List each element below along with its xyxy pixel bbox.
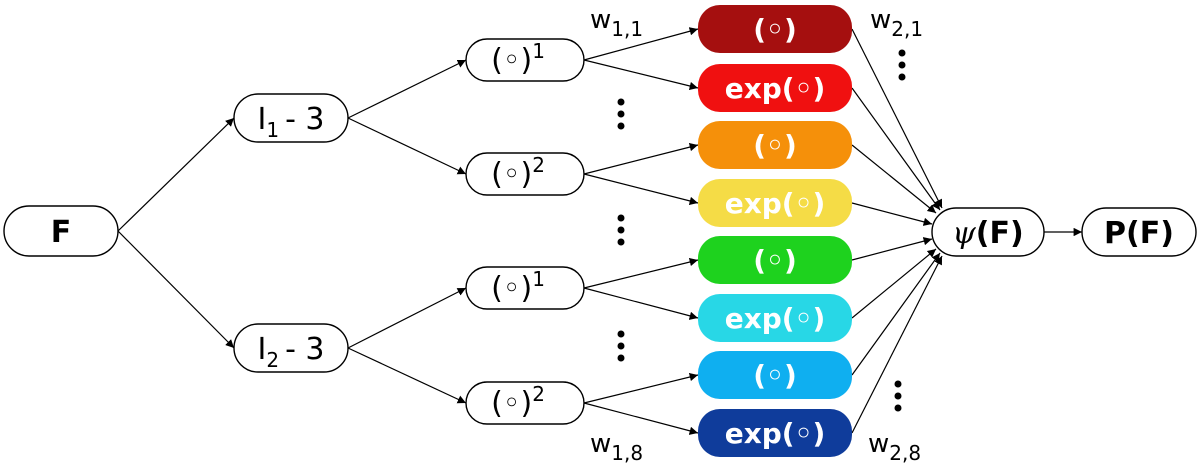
activation-node-3-label: (◦) <box>753 129 797 162</box>
ellipsis-middle <box>617 214 625 246</box>
potential-arg: (F) <box>976 216 1024 251</box>
edge-a1-psi <box>851 28 943 209</box>
ellipsis-upper <box>617 98 625 130</box>
edge-p3-a6 <box>583 287 699 320</box>
svg-text:I1- 3: I1- 3 <box>257 102 324 142</box>
power-3-base: (◦) <box>491 271 532 306</box>
ellipsis-w2-bottom <box>894 380 902 412</box>
activation-node-4-label: exp(◦) <box>725 187 826 220</box>
activation-column: (◦) exp(◦) (◦) exp(◦) (◦) exp(◦) (◦) exp(◦) <box>698 5 852 457</box>
power-node-3: (◦)1 <box>465 266 585 310</box>
activation-node-2-box <box>698 64 852 112</box>
edges <box>117 27 1082 435</box>
power-2-base: (◦) <box>491 157 532 192</box>
edge-a6-psi <box>851 248 937 319</box>
invariant-1-sub: 1 <box>266 118 279 142</box>
invariant-1-rest: - 3 <box>285 102 324 137</box>
edge-p2-a4 <box>583 173 699 205</box>
invariant-2-sub: 2 <box>266 348 279 372</box>
edge-i2-p3 <box>347 287 467 349</box>
weight-w18: w1,8 <box>590 429 643 465</box>
activation-node-1-box <box>698 5 852 53</box>
activation-node-5-label: (◦) <box>753 244 797 277</box>
power-node-1: (◦)1 <box>465 38 585 82</box>
activation-node-5: (◦) <box>698 236 852 284</box>
weight-w28: w2,8 <box>868 429 921 465</box>
activation-node-5-box <box>698 236 852 284</box>
svg-text:ψ(F): ψ(F) <box>952 216 1023 251</box>
power-node-4: (◦)2 <box>465 381 585 425</box>
potential-node: ψ(F) <box>931 207 1045 257</box>
activation-node-4-box <box>698 179 852 227</box>
svg-text:(◦)2: (◦)2 <box>491 153 545 192</box>
invariant-node-2: I2- 3 <box>233 323 349 373</box>
input-node: F <box>3 205 119 257</box>
activation-node-4: exp(◦) <box>698 179 852 227</box>
edge-p1-a2 <box>583 59 699 91</box>
ellipsis-w2-top <box>898 49 906 81</box>
power-node-2: (◦)2 <box>465 152 585 196</box>
activation-node-7: (◦) <box>698 351 852 399</box>
edge-i1-p2 <box>347 117 467 175</box>
invariant-1-base: I <box>257 102 266 137</box>
output-symbol: P <box>1104 216 1126 251</box>
power-4-sup: 2 <box>532 382 545 406</box>
edge-p1-a1 <box>583 27 699 61</box>
activation-node-8: exp(◦) <box>698 409 852 457</box>
edge-i2-p4 <box>347 347 467 404</box>
ellipses <box>617 49 906 412</box>
output-arg: (F) <box>1126 216 1174 251</box>
weight-w11: w1,1 <box>590 5 643 41</box>
activation-node-2: exp(◦) <box>698 64 852 112</box>
svg-text:(◦)1: (◦)1 <box>491 39 545 78</box>
activation-node-7-box <box>698 351 852 399</box>
power-1-sup: 1 <box>532 39 545 63</box>
invariant-2-base: I <box>257 332 266 367</box>
activation-node-3-box <box>698 121 852 169</box>
edge-a4-psi <box>851 202 933 226</box>
edge-p4-a7 <box>583 372 699 404</box>
edge-p3-a5 <box>583 257 699 289</box>
edge-a2-psi <box>851 87 941 211</box>
activation-node-6: exp(◦) <box>698 294 852 342</box>
svg-text:P(F): P(F) <box>1104 216 1174 251</box>
edge-f-i1 <box>117 117 235 232</box>
input-label: F <box>51 215 72 250</box>
activation-node-1: (◦) <box>698 5 852 53</box>
power-4-base: (◦) <box>491 386 532 421</box>
output-node: P(F) <box>1081 207 1197 257</box>
ellipsis-lower <box>617 330 625 362</box>
activation-node-2-label: exp(◦) <box>725 72 826 105</box>
edge-f-i2 <box>117 230 235 349</box>
invariant-2-rest: - 3 <box>285 332 324 367</box>
activation-node-1-label: (◦) <box>753 13 797 46</box>
activation-node-6-box <box>698 294 852 342</box>
edge-a8-psi <box>851 255 943 434</box>
edge-p2-a3 <box>583 143 699 175</box>
svg-text:(◦)1: (◦)1 <box>491 267 545 306</box>
edge-a7-psi <box>851 252 941 376</box>
edge-i1-p1 <box>347 59 467 119</box>
edge-a5-psi <box>851 237 933 261</box>
activation-node-8-box <box>698 409 852 457</box>
activation-node-7-label: (◦) <box>753 359 797 392</box>
svg-text:I2- 3: I2- 3 <box>257 332 324 372</box>
activation-node-6-label: exp(◦) <box>725 302 826 335</box>
power-1-base: (◦) <box>491 43 532 78</box>
weight-w21: w2,1 <box>870 5 923 41</box>
activation-node-3: (◦) <box>698 121 852 169</box>
svg-text:(◦)2: (◦)2 <box>491 382 545 421</box>
power-2-sup: 2 <box>532 153 545 177</box>
edge-p4-a8 <box>583 402 699 435</box>
potential-symbol: ψ <box>952 216 976 251</box>
activation-node-8-label: exp(◦) <box>725 417 826 450</box>
edge-a3-psi <box>851 144 937 214</box>
power-3-sup: 1 <box>532 267 545 291</box>
invariant-node-1: I1- 3 <box>233 93 349 143</box>
